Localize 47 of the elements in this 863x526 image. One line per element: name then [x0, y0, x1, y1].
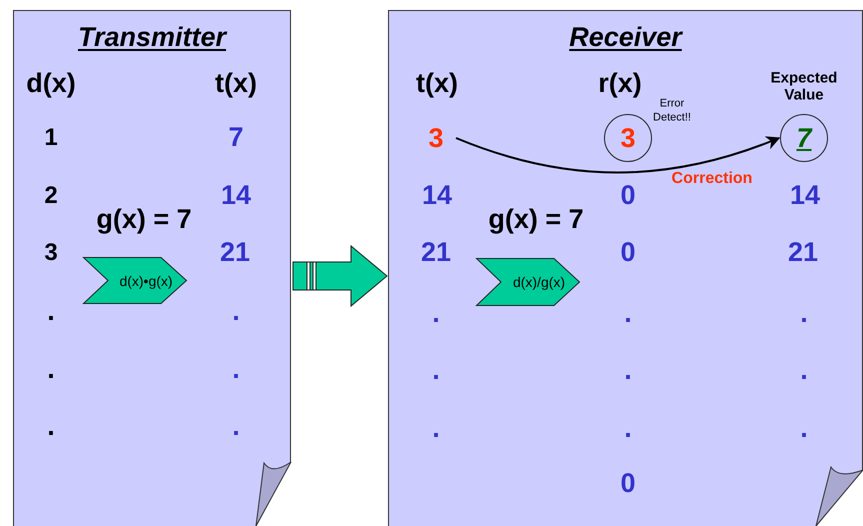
- page-title: Receiver: [569, 22, 682, 52]
- ellipsis-dot: .: [800, 356, 808, 386]
- number-label: 0: [620, 469, 636, 499]
- ellipsis-dot: .: [47, 297, 55, 327]
- number-label: 14: [220, 181, 252, 211]
- number-label: 0: [620, 181, 636, 211]
- column-header: t(x): [215, 69, 257, 99]
- number-label: 21: [420, 238, 452, 268]
- page-title: Transmitter: [78, 22, 226, 52]
- ellipsis-dot: .: [432, 414, 440, 444]
- number-label: 14: [422, 181, 452, 211]
- block-arrow: [292, 244, 388, 308]
- ellipsis-dot: .: [800, 414, 808, 444]
- number-label: 0: [620, 238, 636, 268]
- chevron-shape: d(x)•g(x): [83, 257, 187, 304]
- number-label: 3: [418, 122, 454, 154]
- number-label: 2: [44, 182, 58, 210]
- number-label: 1: [44, 124, 58, 152]
- number-label: 21: [220, 238, 250, 268]
- ellipsis-dot: .: [624, 356, 632, 386]
- column-header: d(x): [26, 69, 76, 99]
- column-header: r(x): [598, 69, 642, 99]
- column-header: t(x): [416, 69, 458, 99]
- ellipsis-dot: .: [432, 299, 440, 329]
- ellipsis-dot: .: [232, 297, 240, 327]
- number-label: 14: [790, 181, 820, 211]
- ellipsis-dot: .: [232, 412, 240, 442]
- number-label: 7: [228, 123, 244, 153]
- ellipsis-dot: .: [47, 355, 55, 385]
- ellipsis-dot: .: [624, 414, 632, 444]
- formula-label: g(x) = 7: [96, 205, 192, 235]
- formula-label: g(x) = 7: [488, 205, 584, 235]
- ellipsis-dot: .: [47, 412, 55, 442]
- annotation-text: Error Detect!!: [652, 96, 692, 126]
- ellipsis-dot: .: [800, 299, 808, 329]
- ellipsis-dot: .: [432, 356, 440, 386]
- column-header: Expected Value: [770, 70, 838, 104]
- circled-number: 7: [780, 114, 828, 162]
- ellipsis-dot: .: [232, 355, 240, 385]
- curved-arrow: [456, 136, 780, 174]
- paper-page: [388, 10, 863, 526]
- circled-number: 3: [604, 114, 652, 162]
- ellipsis-dot: .: [624, 299, 632, 329]
- number-label: 3: [44, 240, 58, 266]
- number-label: 21: [788, 238, 818, 268]
- chevron-shape: d(x)/g(x): [476, 258, 580, 306]
- paper-page: [13, 10, 291, 526]
